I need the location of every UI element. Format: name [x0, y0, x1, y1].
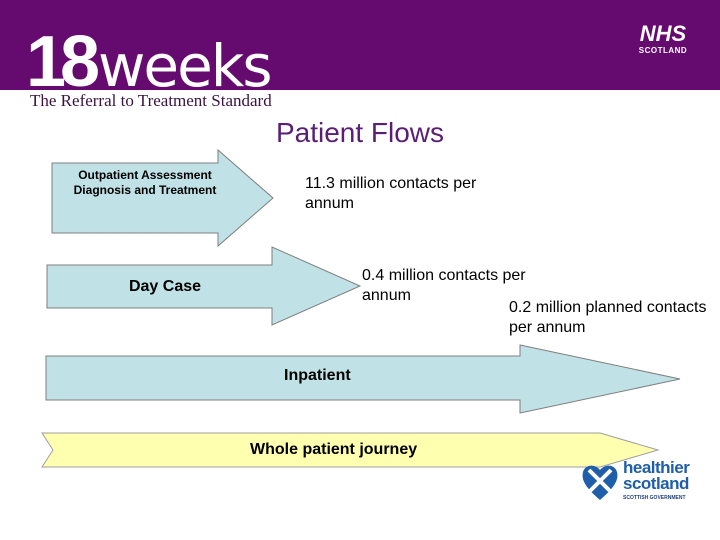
scottish-government-text: SCOTTISH GOVERNMENT: [623, 495, 686, 501]
tagline-strip: [0, 90, 305, 112]
day-case-label: Day Case: [128, 278, 202, 295]
logo-18-text: 18: [26, 22, 100, 102]
whole-journey-arrow: [41, 432, 660, 468]
day-case-arrow: [46, 246, 362, 326]
saltire-heart-icon: [582, 465, 618, 500]
healthier-scotland-logo: healthier scotland: [623, 458, 690, 493]
nhs-scotland-logo: NHS SCOTLAND: [632, 21, 694, 56]
header-banner: weeks 18 NHS SCOTLAND: [0, 0, 720, 98]
planned-contacts: 0.2 million planned contacts per annum: [509, 299, 707, 336]
tagline: The Referral to Treatment Standard: [30, 91, 272, 110]
nhs-logo-sub: SCOTLAND: [638, 46, 688, 55]
outpatient-label: Outpatient Assessment Diagnosis and Trea…: [73, 168, 217, 197]
inpatient-arrow: [45, 344, 681, 414]
logo-weeks-text: weeks: [98, 32, 273, 100]
day-case-contacts: 0.4 million contacts per annum: [362, 267, 526, 304]
nhs-logo-main: NHS: [639, 21, 687, 46]
healthier-text: healthier: [623, 458, 690, 477]
scotland-text: scotland: [623, 474, 689, 493]
whole-journey-label: Whole patient journey: [250, 441, 418, 458]
inpatient-label: Inpatient: [284, 367, 351, 384]
page-title: Patient Flows: [275, 117, 445, 148]
outpatient-contacts: 11.3 million contacts per annum: [305, 175, 477, 212]
outpatient-arrow: [51, 148, 274, 248]
